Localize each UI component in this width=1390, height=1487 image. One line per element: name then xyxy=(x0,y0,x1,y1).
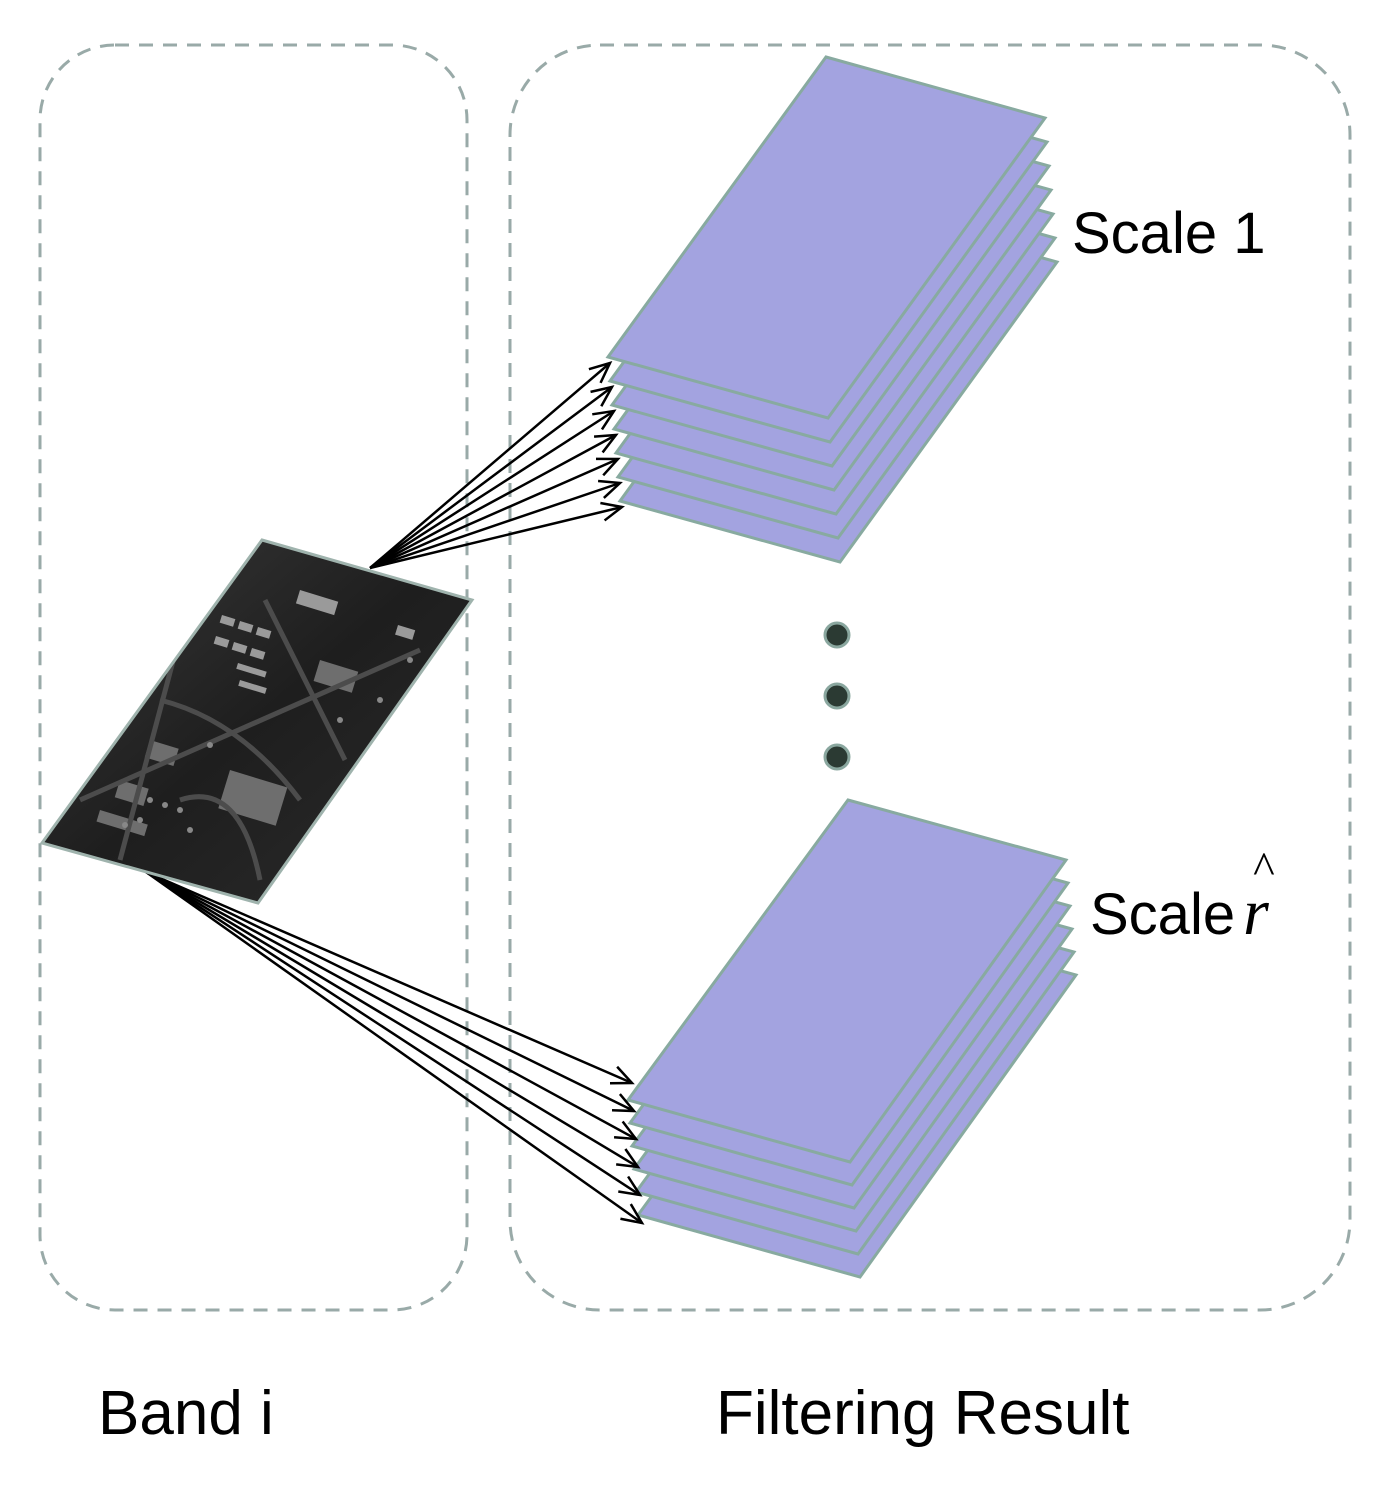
scale-r-arrowhead-1 xyxy=(609,1065,635,1085)
ellipsis-dots xyxy=(823,621,851,771)
scale-1-arrow-4 xyxy=(369,433,617,570)
arrows-to-scale-1 xyxy=(369,361,625,570)
scale-1-arrowhead-1 xyxy=(588,361,613,384)
scale-1-arrow-7 xyxy=(369,505,623,570)
scale-r-arrowhead-6 xyxy=(620,1203,645,1225)
scale-1-arrow-2 xyxy=(369,385,613,570)
hat-accent: ^ xyxy=(1253,842,1275,893)
scale-r-arrowhead-5 xyxy=(618,1175,643,1197)
scale-r-arrow-1 xyxy=(145,870,633,1085)
scale-r-arrowhead-2 xyxy=(611,1093,637,1113)
ellipsis-dot-3 xyxy=(823,743,851,771)
scale-1-arrowhead-3 xyxy=(592,409,617,431)
scale-1-arrow-5 xyxy=(369,457,619,570)
scale-1-arrow-3 xyxy=(369,409,615,570)
scale-r-layer-1 xyxy=(625,798,1069,1164)
scale-r-arrowhead-3 xyxy=(613,1120,639,1141)
scale-1-arrow-1 xyxy=(369,362,611,569)
filtering-result-label: Filtering Result xyxy=(716,1379,1130,1448)
scale-r-label: Scale^r xyxy=(1090,842,1275,951)
scale-r-arrow-4 xyxy=(145,870,639,1169)
scale-r-arrow-3 xyxy=(145,870,637,1141)
scale-r-arrowhead-4 xyxy=(616,1148,641,1169)
scale-1-arrowhead-6 xyxy=(597,479,623,499)
r-letter: r xyxy=(1243,876,1269,949)
ellipsis-dot-2 xyxy=(823,682,851,710)
scale-r-prefix: Scale xyxy=(1090,882,1236,947)
scale-1-arrow-6 xyxy=(369,481,621,570)
ellipsis-dot-1 xyxy=(823,621,851,649)
r-hat-symbol: ^r xyxy=(1243,842,1275,951)
scale-1-arrowhead-2 xyxy=(590,385,615,407)
scale-1-label: Scale 1 xyxy=(1072,201,1266,266)
scale-1-arrowhead-5 xyxy=(595,457,621,477)
band-image xyxy=(39,538,475,905)
band-label: Band i xyxy=(98,1379,274,1448)
scale-r-arrow-2 xyxy=(145,870,635,1113)
scale-1-arrowhead-7 xyxy=(600,501,625,522)
scale-r-arrow-5 xyxy=(145,870,641,1197)
scale-1-arrowhead-4 xyxy=(593,433,619,454)
scale-r-filter-stack xyxy=(625,798,1079,1279)
arrows-to-scale-r xyxy=(145,870,645,1225)
filtering-result-container xyxy=(508,43,1352,1312)
scale-1-filter-stack xyxy=(605,55,1060,564)
scale-1-layer-1 xyxy=(605,55,1048,420)
scale-r-arrow-6 xyxy=(145,870,643,1225)
band-container xyxy=(38,43,469,1312)
